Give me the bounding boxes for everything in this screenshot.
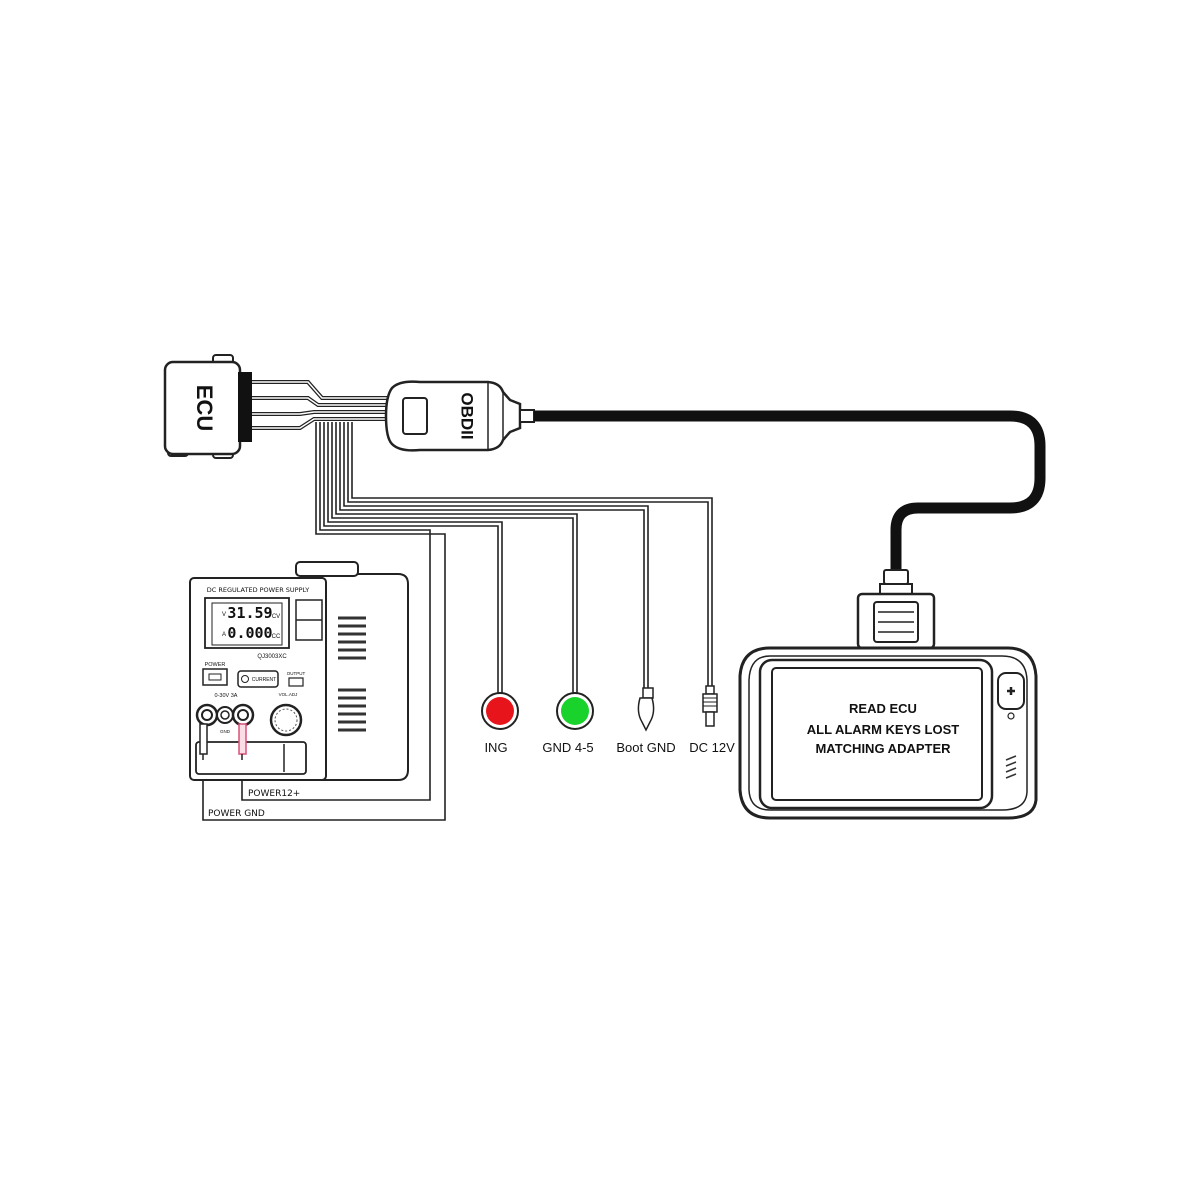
ing-clip [481,692,519,730]
ecu-module: ECU [163,354,252,459]
obd-label: OBDII [458,392,477,439]
boot-gnd-probe [637,687,655,732]
boot-gnd-label: Boot GND [616,740,675,755]
psu-display [211,602,283,646]
ecu-label: ECU [192,385,217,431]
plus-icon [1007,687,1015,695]
obd-connector: OBDII [384,380,535,452]
gnd45-label: GND 4-5 [542,740,593,755]
psu-current-label: CURRENT [252,677,276,683]
psu-a-unit: A [222,632,226,638]
power-supply: DC REGULATED POWER SUPPLY V 31.59 CV A 0… [189,561,409,781]
signal-wires [202,422,713,821]
tablet-screen [771,667,983,801]
dc12v-plug [702,685,718,727]
power-gnd-label: POWER GND [208,809,265,819]
psu-v-unit: V [222,612,226,618]
psu-output-label: OUTPUT [287,671,306,676]
psu-terminals [195,703,255,727]
psu-output-switch[interactable] [288,677,304,687]
psu-black-probe [199,723,208,755]
psu-voladj-label: VOL.ADJ [279,692,298,697]
db-connector [856,569,936,657]
power12-label: POWER12+ [248,789,300,799]
main-cable [534,410,1046,570]
gnd45-clip [556,692,594,730]
ecu-harness [252,380,392,430]
psu-gnd-label: GND [220,729,231,734]
psu-red-probe [238,723,247,755]
psu-current-knob-icon [241,675,249,683]
psu-range-label: 0-30V 3A [215,693,238,699]
gnd45-green-dot [561,697,589,725]
ing-label: ING [484,740,507,755]
psu-current-button[interactable] [237,670,279,688]
psu-voltage-reading: 31.59 [227,604,272,622]
screen-line-3: MATCHING ADAPTER [815,741,951,756]
psu-power-label: POWER [205,662,226,668]
psu-cc-label: CC [272,634,281,640]
screen-line-1: READ ECU [849,701,917,716]
screen-line-2: ALL ALARM KEYS LOST [807,722,959,737]
vent-slots [338,616,366,732]
psu-current-reading: 0.000 [227,624,272,642]
speaker-grille [1005,755,1017,779]
tablet-device: READ ECU ALL ALARM KEYS LOST MATCHING AD… [738,646,1038,820]
psu-cv-label: CV [272,614,280,620]
psu-brand: DC REGULATED POWER SUPPLY [207,586,310,594]
dc12v-label: DC 12V [689,740,735,755]
psu-model: QJ3003XC [257,654,287,660]
ing-red-dot [486,697,514,725]
